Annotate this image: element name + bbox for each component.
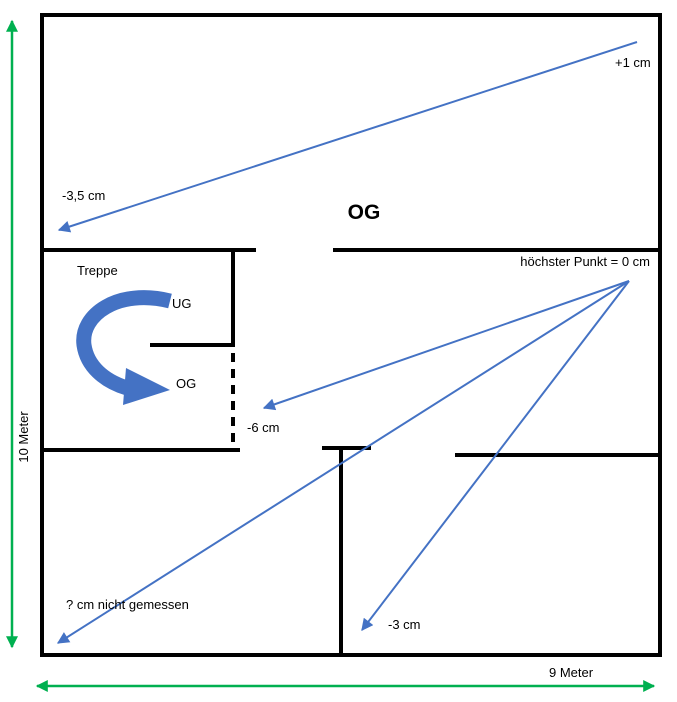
stairs-arrow-body — [76, 290, 172, 396]
wall-outer-boundary — [40, 13, 662, 657]
room-label-treppe: Treppe — [77, 263, 118, 278]
label-og-small: OG — [176, 376, 196, 391]
label-not-measured: ? cm nicht gemessen — [66, 597, 189, 612]
stairs-arrowhead-icon — [123, 368, 170, 405]
label-minus-3-5cm: -3,5 cm — [62, 188, 105, 203]
vertical-dimension-label: 10 Meter — [16, 411, 31, 463]
horizontal-dimension-label: 9 Meter — [549, 665, 594, 680]
arrow-to-bottom-middle — [361, 280, 630, 631]
floor-title: OG — [348, 201, 381, 224]
label-minus-3cm: -3 cm — [388, 617, 421, 632]
label-ug: UG — [172, 296, 192, 311]
arrow-slope-top — [57, 41, 638, 233]
arrow-to-hallway — [262, 280, 630, 411]
stairs-direction-arrow — [76, 290, 172, 405]
label-plus-1cm: +1 cm — [615, 55, 651, 70]
arrow-to-bottom-left — [56, 280, 630, 644]
label-reference-point: höchster Punkt = 0 cm — [520, 254, 650, 269]
label-minus-6cm: -6 cm — [247, 420, 280, 435]
